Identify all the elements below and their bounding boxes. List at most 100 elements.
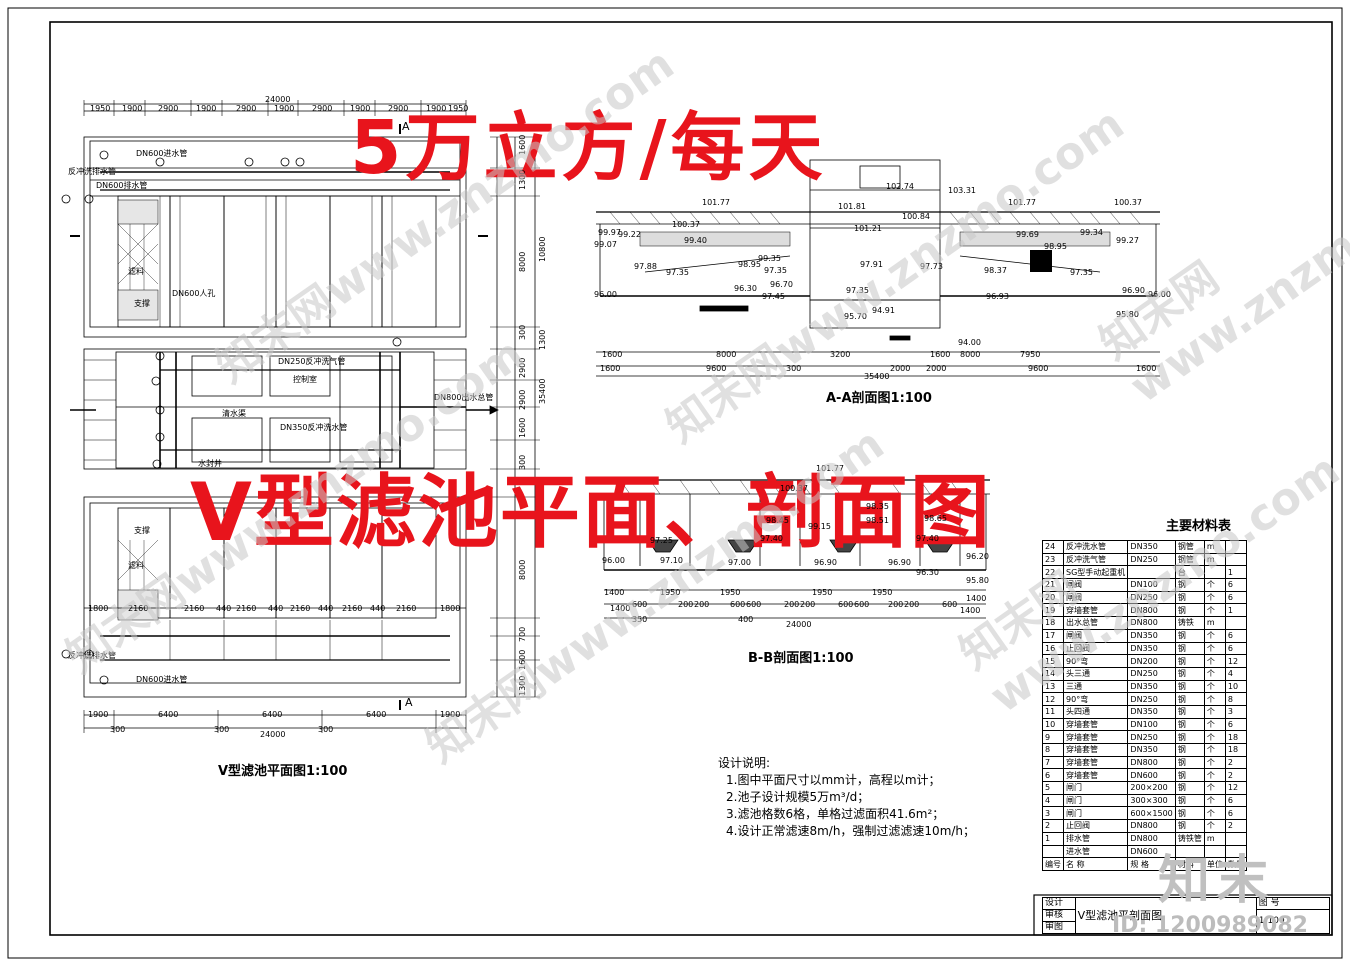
aa-dim-up-1: 1600 xyxy=(602,350,623,359)
dim-right-seg-9: 1600 xyxy=(518,417,527,438)
title-block-design: 设计 xyxy=(1042,897,1076,910)
bb-elev-16: 96.00 xyxy=(602,556,625,565)
aa-elev-17: 101.21 xyxy=(854,224,882,233)
aa-dim-low-6: 9600 xyxy=(1028,364,1049,373)
bb-dim-mid-4: 1950 xyxy=(812,588,833,597)
material-cell: DN250 xyxy=(1127,666,1176,681)
material-cell: 穿墙套管 xyxy=(1063,755,1129,770)
material-cell: 穿墙套管 xyxy=(1063,743,1129,757)
aa-elev-4: 99.07 xyxy=(594,240,617,249)
material-cell: 4 xyxy=(1041,793,1065,808)
bb-dim-mid-3: 1950 xyxy=(720,588,741,597)
material-cell: 7 xyxy=(1041,755,1065,770)
dim-right-seg-8: 2900 xyxy=(518,389,527,410)
dim-bot-seg-1: 1900 xyxy=(88,710,109,719)
material-cell: 6 xyxy=(1224,806,1248,821)
label-backwash-air: DN250反冲洗气管 xyxy=(278,357,346,366)
label-filter-media-bottom: 滤料 xyxy=(128,561,144,570)
material-cell: 钢 xyxy=(1174,590,1205,605)
material-cell: 600×1500 xyxy=(1127,806,1176,821)
material-cell: 钢 xyxy=(1174,692,1205,706)
material-cell: 18 xyxy=(1224,730,1248,744)
material-table-title: 主要材料表 xyxy=(1166,519,1232,534)
bb-dim-up-9: 600 xyxy=(838,600,854,609)
bb-elev-10: 97.40 xyxy=(916,534,939,543)
bb-dim-mid-5: 1950 xyxy=(872,588,893,597)
material-cell: 进水管 xyxy=(1063,844,1129,859)
material-cell: 90°弯 xyxy=(1063,692,1129,706)
material-cell: m xyxy=(1203,616,1226,630)
aa-dim-up-4: 1600 xyxy=(930,350,951,359)
section-mark-a-top: A xyxy=(402,120,410,133)
material-cell: 6 xyxy=(1224,717,1248,732)
label-backwash-drain-bottom: 反冲洗排水管 xyxy=(68,651,116,660)
bb-dim-up-11: 200 xyxy=(888,600,904,609)
aa-elev-6: 98.95 xyxy=(738,260,761,269)
dim-top-seg-9: 2900 xyxy=(388,104,409,113)
bb-dim-up-5: 600 xyxy=(730,600,746,609)
material-cell: 钢 xyxy=(1174,578,1205,592)
aa-elev-34: 96.00 xyxy=(1148,290,1171,299)
material-cell: 2 xyxy=(1224,755,1248,770)
subheadline-text: V型滤池平面、剖面图 xyxy=(190,466,992,559)
bb-dim-up-3: 200 xyxy=(678,600,694,609)
material-cell: 钢 xyxy=(1174,717,1205,732)
design-note-4: 4.设计正常滤速8m/h，强制过滤滤速10m/h； xyxy=(726,824,976,838)
bb-dim-up-6: 600 xyxy=(746,600,762,609)
aa-elev-27: 100.37 xyxy=(1114,198,1142,207)
material-cell: 止回阀 xyxy=(1063,819,1129,833)
aa-elev-30: 98.37 xyxy=(984,266,1007,275)
material-cell: 闸门 xyxy=(1063,806,1129,821)
material-cell: 个 xyxy=(1203,806,1226,821)
material-header-cell: 材料 xyxy=(1174,857,1205,871)
bb-dim-low-2: 400 xyxy=(738,615,754,624)
material-cell: 钢 xyxy=(1174,755,1205,770)
material-cell: 钢 xyxy=(1174,704,1205,719)
material-cell: DN350 xyxy=(1127,679,1176,694)
bb-elev-17: 95.80 xyxy=(966,576,989,585)
aa-dim-total: 35400 xyxy=(864,372,890,381)
dim-top-seg-4: 1900 xyxy=(196,104,217,113)
design-note-2: 2.池子设计规模5万m³/d； xyxy=(726,790,870,804)
bb-dim-mid-2: 1950 xyxy=(660,588,681,597)
material-cell: 头四通 xyxy=(1063,704,1129,719)
section-aa xyxy=(596,159,1160,377)
material-header-cell: 数量 xyxy=(1224,857,1248,871)
dim-mid-seg-4: 2160 xyxy=(236,604,257,613)
bb-dim-up-2: 600 xyxy=(632,600,648,609)
design-notes-title: 设计说明: xyxy=(718,756,771,770)
dim-top-seg-10: 1900 xyxy=(426,104,447,113)
bb-elev-2: 100.37 xyxy=(780,484,808,493)
title-block-check: 审图 xyxy=(1042,921,1076,934)
material-cell: 6 xyxy=(1224,641,1248,656)
plan-title: V型滤池平面图1:100 xyxy=(218,764,348,779)
aa-elev-23: 95.70 xyxy=(844,312,867,321)
material-cell: 个 xyxy=(1203,717,1226,732)
dim-bot-small-3: 300 xyxy=(318,725,334,734)
aa-elev-32: 96.93 xyxy=(986,292,1009,301)
bb-dim-total: 24000 xyxy=(786,620,812,629)
aa-elev-24: 94.91 xyxy=(872,306,895,315)
material-cell: 6 xyxy=(1224,628,1248,643)
dim-bot-small-1: 300 xyxy=(110,725,126,734)
title-block: 设计 V型滤池平剖面图 图 号 审核 1:100 审图 xyxy=(1042,897,1331,934)
dim-bot-small-2: 300 xyxy=(214,725,230,734)
aa-dim-up-5: 8000 xyxy=(960,350,981,359)
material-cell: 排水管 xyxy=(1063,831,1129,846)
label-inlet-pipe-bottom: DN600进水管 xyxy=(136,675,188,684)
dim-mid-seg-1: 1800 xyxy=(88,604,109,613)
dim-bottom-total: 24000 xyxy=(260,730,286,739)
bb-elev-18: 96.20 xyxy=(966,552,989,561)
material-cell: 钢 xyxy=(1174,730,1205,744)
dim-right-seg-11: 8000 xyxy=(518,559,527,580)
dim-bot-seg-2: 6400 xyxy=(158,710,179,719)
